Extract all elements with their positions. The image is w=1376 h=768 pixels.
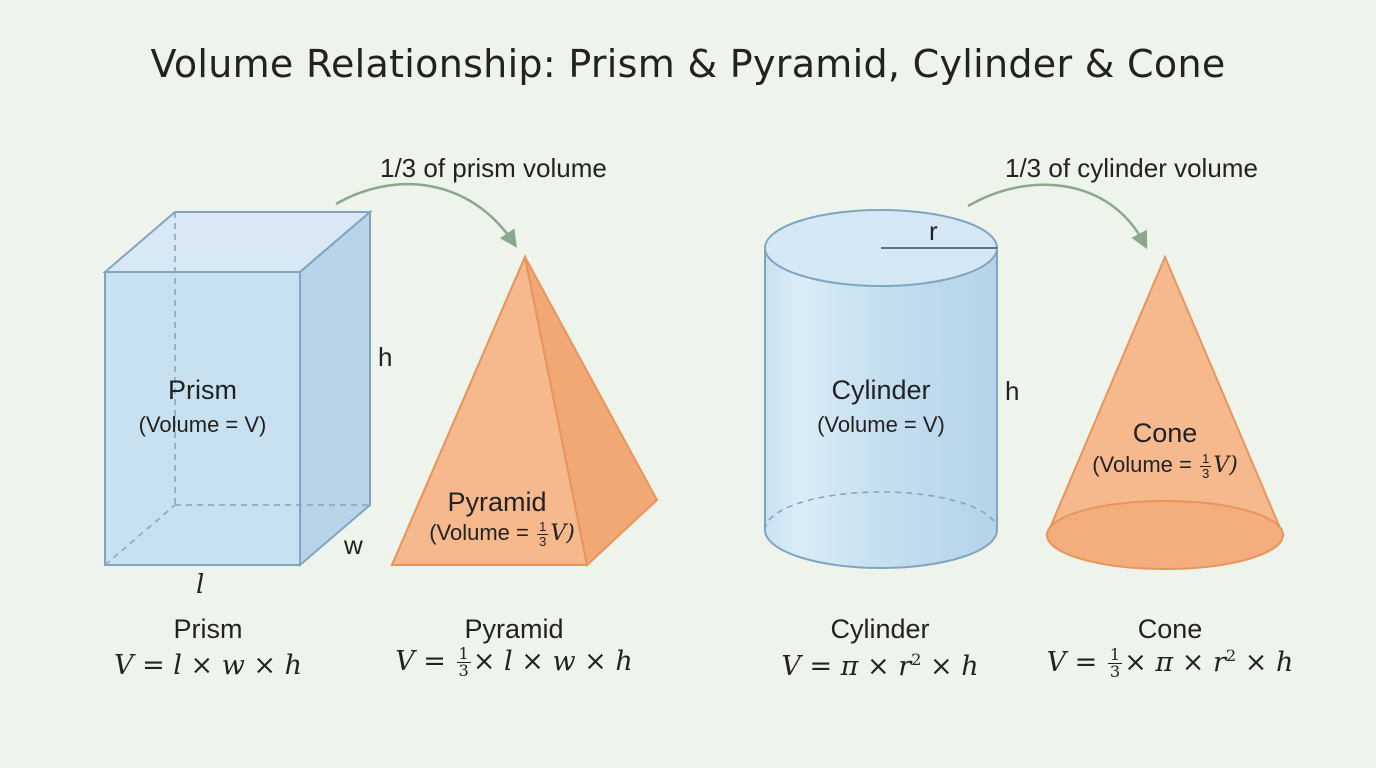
arrow-prism-to-pyramid — [335, 183, 517, 248]
caption-pyramid-name: Pyramid — [464, 614, 564, 644]
cylinder-radius-label: r — [929, 216, 938, 246]
prism-volume-label: (Volume = V) — [138, 412, 267, 437]
caption-cylinder-name: Cylinder — [830, 614, 930, 644]
arrow-cylinder-to-cone — [967, 183, 1148, 250]
prism-width-label: w — [344, 530, 363, 560]
prism-front-face — [104, 271, 301, 566]
caption-cylinder-formula: V = π × r2 × h — [781, 650, 979, 682]
cylinder-hidden-base — [764, 491, 998, 531]
cone-body — [1045, 254, 1285, 536]
prism-side-face — [299, 209, 371, 568]
cylinder-shape — [764, 209, 998, 569]
arrow-label-cylinder: 1/3 of cylinder volume — [1005, 153, 1258, 183]
cylinder-body — [764, 247, 998, 569]
cone-shape — [1045, 254, 1285, 570]
prism-name-label: Prism — [168, 375, 237, 405]
pyramid-shape — [390, 253, 659, 567]
caption-cone-name: Cone — [1137, 614, 1203, 644]
prism-height-label: h — [378, 342, 393, 372]
caption-prism-formula: V = l × w × h — [114, 650, 302, 681]
prism-shape — [102, 209, 373, 568]
cylinder-volume-label: (Volume = V) — [817, 412, 945, 437]
cone-base — [1046, 500, 1284, 570]
pyramid-name-label: Pyramid — [447, 487, 547, 517]
cylinder-name-label: Cylinder — [831, 375, 931, 405]
prism-hidden-edge-depth — [104, 504, 176, 566]
pyramid-right-face — [524, 256, 659, 567]
prism-length-label: l — [196, 570, 205, 600]
cone-name-label: Cone — [1132, 418, 1198, 448]
cylinder-height-label: h — [1005, 376, 1020, 406]
arrow-label-prism: 1/3 of prism volume — [380, 153, 607, 183]
caption-prism-name: Prism — [173, 614, 243, 644]
diagram-title: Volume Relationship: Prism & Pyramid, Cy… — [150, 42, 1226, 86]
